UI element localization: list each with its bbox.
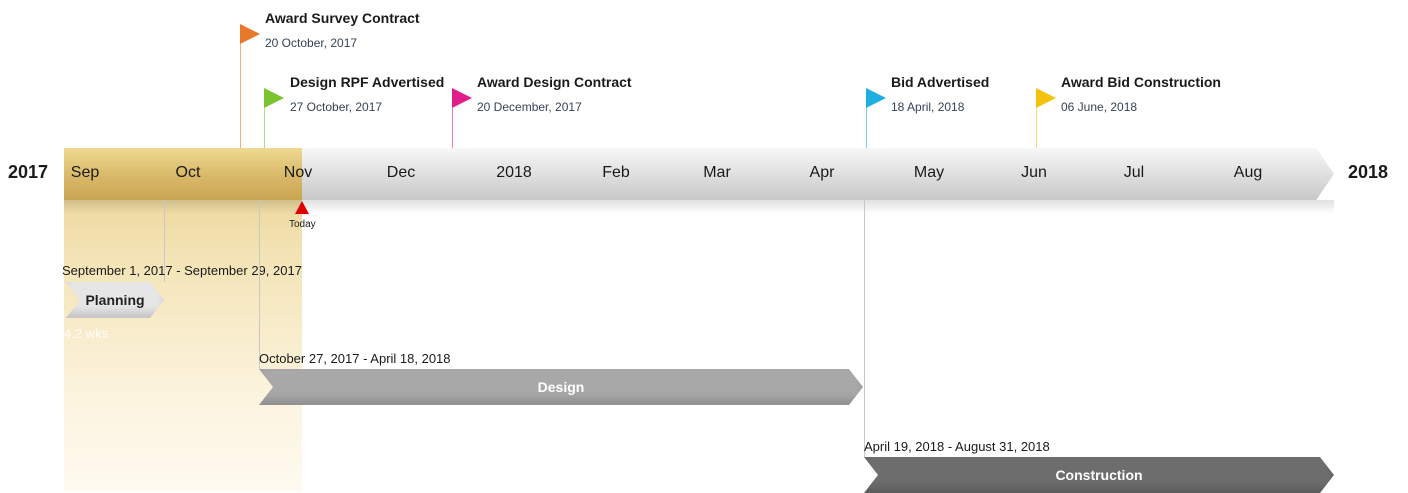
milestone-title: Design RPF Advertised: [290, 74, 445, 90]
milestone-flag-icon: [866, 88, 886, 108]
task-start-line: [164, 200, 165, 282]
task-name: Design: [537, 379, 585, 395]
month-label: Nov: [283, 164, 313, 181]
month-label: Sep: [70, 164, 100, 181]
start-year-label: 2017: [8, 162, 49, 182]
end-year-label: 2018: [1348, 162, 1389, 182]
milestone-title: Bid Advertised: [891, 74, 990, 90]
task-start-line: [259, 200, 260, 369]
milestone-leader-line: [866, 104, 867, 148]
task-bar[interactable]: Design: [259, 369, 863, 405]
month-label: May: [913, 164, 945, 181]
milestone-title: Award Design Contract: [477, 74, 632, 90]
task-duration: 4.2 wks: [64, 326, 109, 341]
task-name: Planning: [85, 292, 145, 308]
today-marker-icon: [295, 201, 309, 214]
month-label: 2018: [496, 164, 532, 181]
milestone-leader-line: [264, 104, 265, 148]
task-date-range: September 1, 2017 - September 29, 2017: [62, 263, 302, 278]
task-date-range: April 19, 2018 - August 31, 2018: [864, 439, 1050, 454]
milestone-flag-icon: [452, 88, 472, 108]
month-label: Jun: [1021, 164, 1047, 181]
month-label: Apr: [809, 164, 835, 181]
task-bar[interactable]: Planning: [66, 282, 164, 318]
task-date-range: October 27, 2017 - April 18, 2018: [259, 351, 451, 366]
month-label: Aug: [1233, 164, 1263, 181]
milestone-title: Award Survey Contract: [265, 10, 420, 26]
today-label: Today: [289, 219, 316, 230]
task-name: Construction: [1055, 467, 1143, 483]
milestone-date: 27 October, 2017: [290, 100, 383, 114]
task-bar[interactable]: Construction: [864, 457, 1334, 493]
month-label: Mar: [703, 164, 731, 181]
milestone-leader-line: [240, 40, 241, 148]
milestone-date: 20 December, 2017: [477, 100, 582, 114]
month-label: Jul: [1123, 164, 1145, 181]
milestone-date: 06 June, 2018: [1061, 100, 1138, 114]
month-label: Feb: [602, 164, 630, 181]
timeline-band-shadow: [64, 200, 1334, 214]
milestone-flag-icon: [240, 24, 260, 44]
milestone-flag-icon: [264, 88, 284, 108]
task-start-line: [864, 200, 865, 457]
milestone-flag-icon: [1036, 88, 1056, 108]
elapsed-period-shading: [64, 150, 302, 491]
milestone-leader-line: [452, 104, 453, 148]
month-label: Dec: [386, 164, 416, 181]
month-label: Oct: [175, 164, 201, 181]
elapsed-band-highlight: [64, 148, 302, 200]
milestone-date: 18 April, 2018: [891, 100, 965, 114]
milestone-date: 20 October, 2017: [265, 36, 358, 50]
milestone-leader-line: [1036, 104, 1037, 148]
milestone-title: Award Bid Construction: [1061, 74, 1221, 90]
